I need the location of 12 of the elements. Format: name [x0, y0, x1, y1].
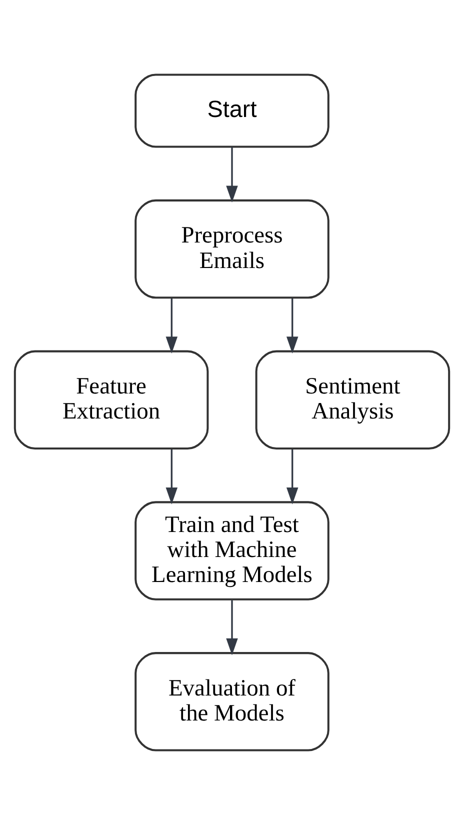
node-box: Feature Extraction	[14, 350, 209, 450]
node-box: Sentiment Analysis	[255, 350, 450, 450]
node-box: Start	[134, 74, 330, 148]
arrow	[166, 449, 178, 504]
arrow	[286, 449, 298, 504]
arrow	[226, 147, 238, 202]
arrow	[166, 298, 178, 354]
arrow	[286, 298, 298, 354]
node-box: Evaluation of the Models	[134, 652, 330, 752]
arrow	[226, 600, 238, 656]
node-box: Preprocess Emails	[134, 199, 330, 299]
node-box: Train and Test with Machine Learning Models	[134, 501, 330, 600]
